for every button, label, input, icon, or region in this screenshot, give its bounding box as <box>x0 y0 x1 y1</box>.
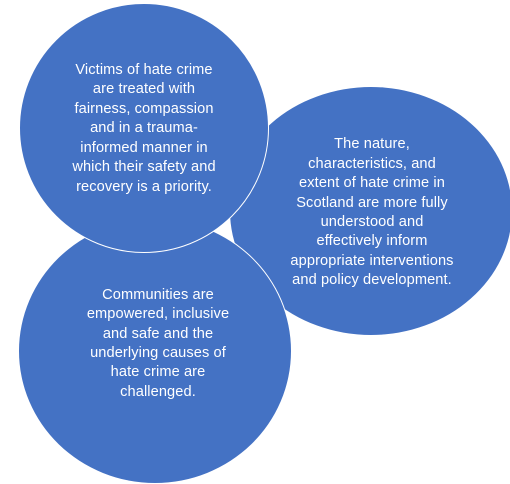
text-line: challenged. <box>120 383 196 400</box>
text-line: underlying causes of <box>90 345 226 361</box>
text-line: empowered, inclusive <box>86 306 230 323</box>
text-line: are treated with <box>92 81 196 98</box>
text-line: Scotland are more fully <box>296 194 448 211</box>
outcome-circle-victims: Victims of hate crime are treated with f… <box>19 3 269 253</box>
text-line: which their safety and <box>72 159 216 176</box>
text-line: hate crime are <box>110 364 206 381</box>
outcome-text-understanding: The nature, characteristics, and extent … <box>267 135 477 290</box>
text-line: understood and <box>320 214 424 230</box>
text-line: and safe and the <box>102 325 214 342</box>
text-line: characteristics, and <box>308 155 436 172</box>
outcome-circle-communities: Communities are empowered, inclusive and… <box>18 218 292 484</box>
text-line: and policy development. <box>292 272 452 289</box>
text-line: recovery is a priority. <box>76 178 212 195</box>
outcome-text-victims: Victims of hate crime are treated with f… <box>54 61 234 197</box>
text-line: extent of hate crime in <box>299 175 445 192</box>
text-line: Communities are <box>102 286 214 303</box>
text-line: informed manner in <box>80 139 208 156</box>
text-line: effectively inform <box>316 233 428 250</box>
text-line: and in a trauma- <box>90 120 198 137</box>
outcome-text-communities: Communities are empowered, inclusive and… <box>68 286 248 402</box>
text-line: The nature, <box>334 136 410 153</box>
text-line: fairness, compassion <box>74 100 214 117</box>
text-line: appropriate interventions <box>290 252 454 269</box>
text-line: Victims of hate crime <box>75 62 213 79</box>
